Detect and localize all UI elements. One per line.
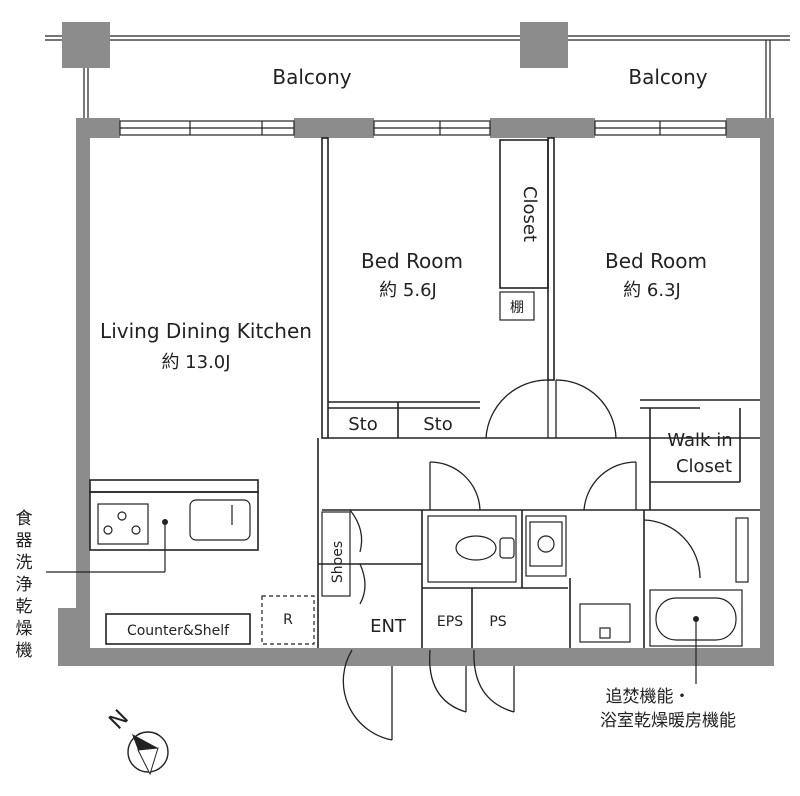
bath-note-line2: 浴室乾燥暖房機能 [600,711,736,731]
dishwasher-note: 食 器 洗 浄 乾 燥 機 [16,509,33,661]
windows [119,120,727,136]
shelf-label: 棚 [510,300,524,316]
svg-text:燥: 燥 [16,619,33,639]
balcony [45,22,790,118]
bed1-name-label: Bed Room [361,249,463,273]
bed2-name-label: Bed Room [605,249,707,273]
svg-text:乾: 乾 [16,597,33,617]
eps-label: EPS [437,614,463,630]
washer-pan [525,515,567,577]
ldk-name-label: Living Dining Kitchen [100,319,312,343]
counter-shelf-label: Counter&Shelf [127,623,230,639]
svg-text:機: 機 [16,641,33,661]
ldk-size-label: 約 13.0J [161,352,230,373]
svg-text:食: 食 [16,509,33,529]
sto2-label: Sto [423,414,453,435]
balcony-right-label: Balcony [628,65,707,89]
bathtub [649,517,749,647]
compass: N [105,705,169,776]
counter-shelf [105,595,315,645]
entrance-label: ENT [370,616,407,637]
balcony-left-label: Balcony [272,65,351,89]
fridge-label: R [283,612,293,628]
wic-label-line2: Closet [676,456,732,477]
doors [321,379,701,741]
svg-text:洗: 洗 [16,553,33,573]
shelf-box [499,291,535,321]
interior-walls [317,137,760,648]
exterior-walls [58,118,774,666]
svg-text:器: 器 [16,531,33,551]
washbasin [579,603,631,643]
wic-label-line1: Walk in [667,430,732,451]
ps-label: PS [489,614,506,630]
shoes-label: Shoes [330,541,346,583]
bath-note-line1: 追焚機能・ [606,687,691,707]
compass-north-label: N [105,705,134,734]
bed1-size-label: 約 5.6J [379,280,437,301]
sto1-label: Sto [348,414,378,435]
kitchen-counter [89,479,259,551]
bed2-size-label: 約 6.3J [623,280,681,301]
svg-text:浄: 浄 [16,575,33,595]
closet-label: Closet [519,186,540,242]
toilet [427,515,517,583]
